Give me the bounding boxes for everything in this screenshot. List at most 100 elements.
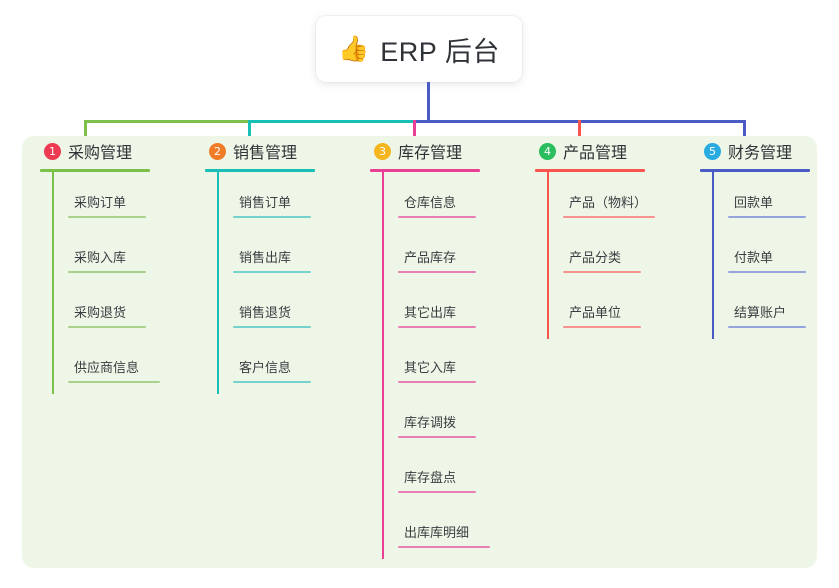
branch-spine bbox=[547, 172, 549, 339]
branch-header-4[interactable]: 4 产品管理 bbox=[523, 136, 645, 166]
branch-item[interactable]: 仓库信息 bbox=[370, 172, 480, 227]
branch-item[interactable]: 客户信息 bbox=[205, 337, 315, 392]
branch-item-label: 供应商信息 bbox=[74, 360, 140, 375]
branch-item-label: 回款单 bbox=[734, 195, 774, 210]
branch-item[interactable]: 产品（物料） bbox=[535, 172, 655, 227]
branch-title: 产品管理 bbox=[563, 145, 628, 162]
branch-item[interactable]: 销售退货 bbox=[205, 282, 315, 337]
branch-item-underline bbox=[563, 326, 641, 328]
branch-item-underline bbox=[68, 271, 146, 273]
branch-underline bbox=[40, 169, 150, 172]
branch-item[interactable]: 采购订单 bbox=[40, 172, 150, 227]
branch-item-label: 仓库信息 bbox=[404, 195, 457, 210]
root-node-title: ERP 后台 bbox=[380, 36, 500, 67]
branch-stem-5 bbox=[743, 120, 746, 142]
branch-item-list: 产品（物料） 产品分类产品单位 bbox=[523, 172, 655, 339]
branch-item[interactable]: 出库库明细 bbox=[370, 502, 490, 557]
branch-item[interactable]: 其它出库 bbox=[370, 282, 480, 337]
branch-item-label: 采购退货 bbox=[74, 305, 127, 320]
branch-item-underline bbox=[563, 216, 655, 218]
branch-item[interactable]: 其它入库 bbox=[370, 337, 480, 392]
branch-item-underline bbox=[233, 326, 311, 328]
branch-item-underline bbox=[563, 271, 641, 273]
branch-spine bbox=[382, 172, 384, 559]
branch-column-3: 3 库存管理仓库信息产品库存其它出库其它入库库存调拨库存盘点出库库明细 bbox=[358, 136, 490, 559]
branch-item[interactable]: 销售出库 bbox=[205, 227, 315, 282]
branch-item[interactable]: 付款单 bbox=[700, 227, 810, 282]
branch-spine bbox=[52, 172, 54, 394]
branch-item-list: 回款单付款单结算账户 bbox=[688, 172, 810, 339]
branch-item-underline bbox=[68, 381, 160, 383]
branch-number-badge: 4 bbox=[539, 142, 556, 160]
branch-underline bbox=[205, 169, 315, 172]
branch-number-badge: 3 bbox=[374, 142, 391, 160]
branch-item[interactable]: 采购入库 bbox=[40, 227, 150, 282]
root-node-erp-backend[interactable]: 👍 ERP 后台 bbox=[316, 16, 522, 82]
branch-item-underline bbox=[728, 216, 806, 218]
branch-item-label: 客户信息 bbox=[239, 360, 292, 375]
branch-title: 财务管理 bbox=[728, 145, 793, 162]
branch-item[interactable]: 采购退货 bbox=[40, 282, 150, 337]
branch-item-underline bbox=[68, 326, 146, 328]
branch-item-underline bbox=[398, 216, 476, 218]
branch-item-label: 库存盘点 bbox=[404, 470, 457, 485]
branch-item-label: 出库库明细 bbox=[404, 525, 470, 540]
branch-item-underline bbox=[398, 271, 476, 273]
branch-title: 库存管理 bbox=[398, 145, 463, 162]
branch-header-3[interactable]: 3 库存管理 bbox=[358, 136, 480, 166]
branch-item-underline bbox=[68, 216, 146, 218]
branch-item-label: 销售退货 bbox=[239, 305, 292, 320]
branch-item-label: 产品库存 bbox=[404, 250, 457, 265]
branch-item-underline bbox=[398, 436, 476, 438]
branch-item-underline bbox=[728, 326, 806, 328]
branch-item-underline bbox=[398, 326, 476, 328]
branch-spine bbox=[712, 172, 714, 339]
branch-item-underline bbox=[398, 546, 490, 548]
bus-segment-1 bbox=[84, 120, 248, 123]
branch-item[interactable]: 产品单位 bbox=[535, 282, 645, 337]
branch-item-label: 采购入库 bbox=[74, 250, 127, 265]
branch-item-label: 其它出库 bbox=[404, 305, 457, 320]
branch-item-label: 付款单 bbox=[734, 250, 774, 265]
bus-segment-2 bbox=[248, 120, 413, 123]
branch-item[interactable]: 供应商信息 bbox=[40, 337, 160, 392]
branch-number-badge: 5 bbox=[704, 142, 721, 160]
branch-underline bbox=[370, 169, 480, 172]
branch-item-label: 库存调拨 bbox=[404, 415, 457, 430]
branch-underline bbox=[535, 169, 645, 172]
branch-item[interactable]: 回款单 bbox=[700, 172, 810, 227]
root-node-content: 👍 ERP 后台 bbox=[338, 30, 500, 69]
branch-item[interactable]: 结算账户 bbox=[700, 282, 810, 337]
branch-item[interactable]: 库存盘点 bbox=[370, 447, 480, 502]
branch-underline bbox=[700, 169, 810, 172]
branch-item-label: 其它入库 bbox=[404, 360, 457, 375]
thumbs-up-icon: 👍 bbox=[338, 34, 370, 63]
branch-item[interactable]: 销售订单 bbox=[205, 172, 315, 227]
branch-header-5[interactable]: 5 财务管理 bbox=[688, 136, 810, 166]
branch-stem-3 bbox=[413, 120, 416, 142]
branch-item-underline bbox=[233, 271, 311, 273]
branch-item[interactable]: 库存调拨 bbox=[370, 392, 480, 447]
branch-column-5: 5 财务管理回款单付款单结算账户 bbox=[688, 136, 810, 339]
branch-item-label: 产品（物料） bbox=[569, 195, 648, 210]
branch-number-badge: 2 bbox=[209, 142, 226, 160]
branch-item-underline bbox=[728, 271, 806, 273]
branch-item-underline bbox=[233, 216, 311, 218]
branch-stem-1 bbox=[84, 120, 87, 142]
branch-item-label: 产品单位 bbox=[569, 305, 622, 320]
branch-item-underline bbox=[398, 381, 476, 383]
branch-item-underline bbox=[398, 491, 476, 493]
branch-item-label: 销售订单 bbox=[239, 195, 292, 210]
branch-title: 采购管理 bbox=[68, 145, 133, 162]
branch-item-label: 采购订单 bbox=[74, 195, 127, 210]
branch-item[interactable]: 产品库存 bbox=[370, 227, 480, 282]
branch-item-list: 销售订单销售出库销售退货客户信息 bbox=[193, 172, 315, 394]
branch-item-label: 结算账户 bbox=[734, 305, 787, 320]
branch-item[interactable]: 产品分类 bbox=[535, 227, 645, 282]
